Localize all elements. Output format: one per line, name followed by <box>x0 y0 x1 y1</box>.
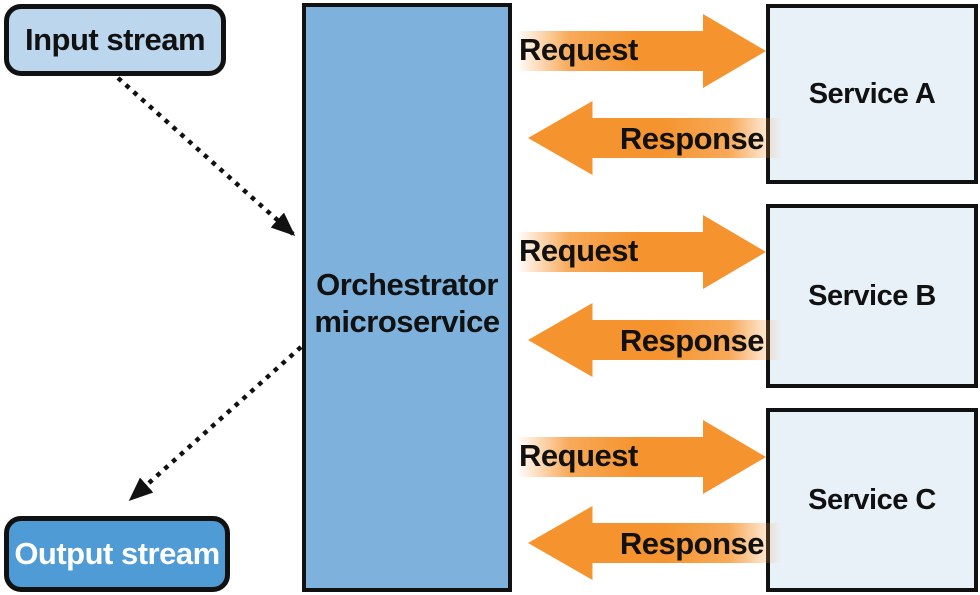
orchestrator-to-output-dotted-arrow <box>128 345 303 501</box>
service-a-label: Service A <box>808 77 936 110</box>
output-stream-label: Output stream <box>14 536 220 571</box>
service-a-box: Service A <box>766 4 978 184</box>
input-stream-box: Input stream <box>4 4 226 76</box>
service-c-box: Service C <box>766 408 978 592</box>
output-stream-box: Output stream <box>4 516 230 592</box>
orchestrator-box: Orchestrator microservice <box>302 3 512 592</box>
response-label-service-b: Response <box>619 323 765 358</box>
orchestrator-label-line1: Orchestrator <box>316 266 498 302</box>
response-label-service-c: Response <box>619 526 765 561</box>
service-b-label: Service B <box>808 279 936 312</box>
input-to-orchestrator-dotted-arrow <box>116 76 296 236</box>
service-c-label: Service C <box>808 483 936 516</box>
request-label-service-c: Request <box>519 438 638 473</box>
response-label-service-a: Response <box>619 121 765 156</box>
service-b-box: Service B <box>766 204 978 388</box>
input-stream-label: Input stream <box>24 22 206 57</box>
orchestrator-label-line2: microservice <box>314 303 500 339</box>
request-label-service-a: Request <box>519 32 638 67</box>
request-label-service-b: Request <box>519 233 638 268</box>
